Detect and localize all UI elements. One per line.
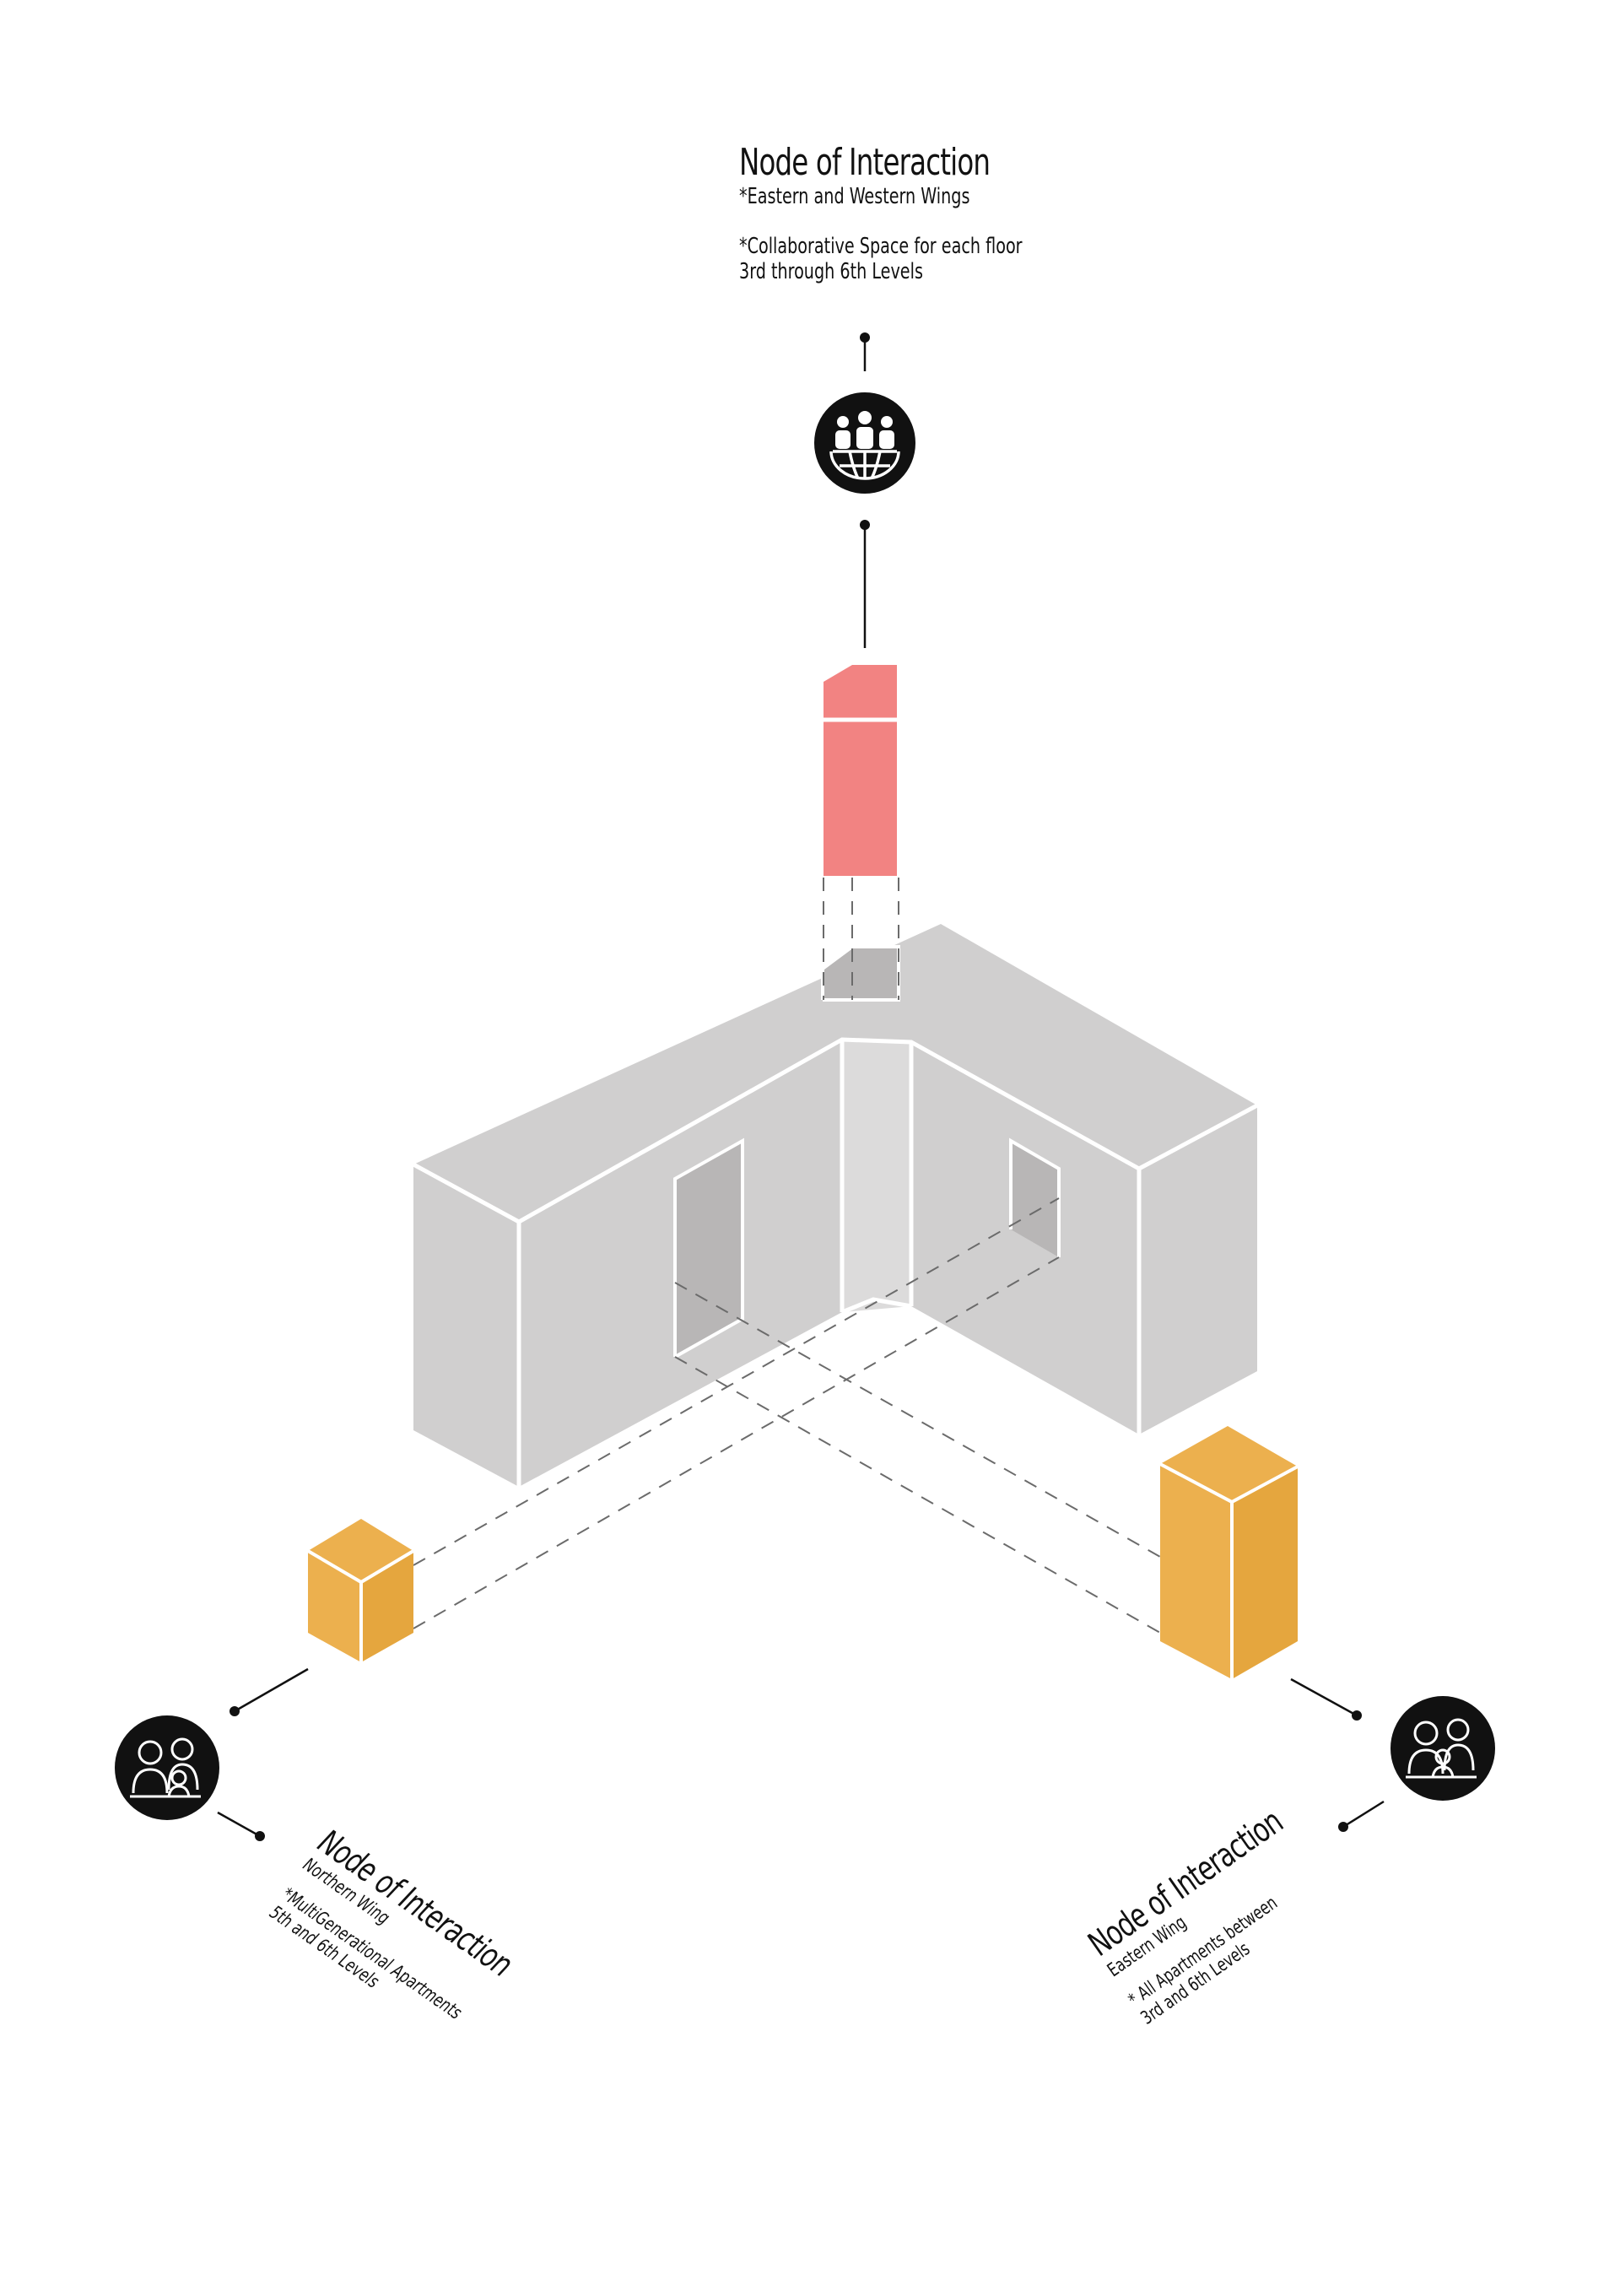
building-top-face — [413, 924, 1257, 1222]
yellow-node-left — [306, 1519, 415, 1662]
building-mass — [412, 924, 1259, 1487]
leader-dot-top-upper — [860, 332, 870, 343]
node-note-line2-top: 3rd through 6th Levels — [739, 259, 923, 285]
yellow-right-side — [1232, 1467, 1298, 1679]
red-node-block — [824, 665, 897, 876]
window-opening-right-edge — [1009, 1137, 1061, 1257]
leader-dot-left-upper — [230, 1706, 240, 1716]
building-right-inner-face — [911, 1042, 1139, 1434]
leader-left-lower — [217, 1811, 261, 1838]
yellow-right-top — [1160, 1426, 1298, 1502]
leader-right-lower — [1342, 1800, 1385, 1829]
projection-lines — [413, 878, 1161, 1634]
window-opening-left — [675, 1141, 742, 1357]
leader-dots — [230, 332, 1362, 1841]
window-opening-right — [1011, 1141, 1059, 1257]
node-subtitle-top: *Eastern and Western Wings — [739, 183, 970, 209]
family-icon — [115, 1715, 219, 1820]
family-icon — [1390, 1696, 1495, 1801]
building-edge-left-front — [412, 1037, 1259, 1224]
window-opening-left-edge — [673, 1137, 744, 1359]
red-node-shape — [824, 665, 897, 876]
yellow-left-side — [361, 1551, 413, 1662]
node-label-top: Node of Interaction *Eastern and Western… — [739, 141, 1084, 285]
leader-left-upper — [234, 1667, 309, 1713]
yellow-node-right — [1159, 1426, 1299, 1679]
building-core-face — [842, 1040, 911, 1312]
dash-left-node-lower — [413, 1256, 1060, 1629]
leader-dot-top-lower — [860, 520, 870, 530]
yellow-left-front — [308, 1551, 361, 1662]
globe-people-icon — [814, 392, 915, 494]
leader-right-upper — [1290, 1677, 1358, 1717]
roof-node-footprint — [823, 947, 899, 1000]
building-left-outer-face — [413, 1164, 519, 1487]
node-note-line1-top: *Collaborative Space for each floor — [739, 234, 1023, 260]
yellow-right-front — [1160, 1464, 1232, 1679]
leader-lines — [217, 338, 1385, 1838]
leader-dot-right-upper — [1352, 1710, 1362, 1721]
leader-dot-left-lower — [255, 1831, 265, 1841]
building-right-outer-face — [1139, 1105, 1257, 1434]
building-edge-core-base — [841, 1297, 912, 1315]
leader-dot-right-lower — [1338, 1822, 1348, 1832]
dash-left-node-upper — [413, 1197, 1060, 1566]
node-title-top: Node of Interaction — [739, 141, 991, 184]
